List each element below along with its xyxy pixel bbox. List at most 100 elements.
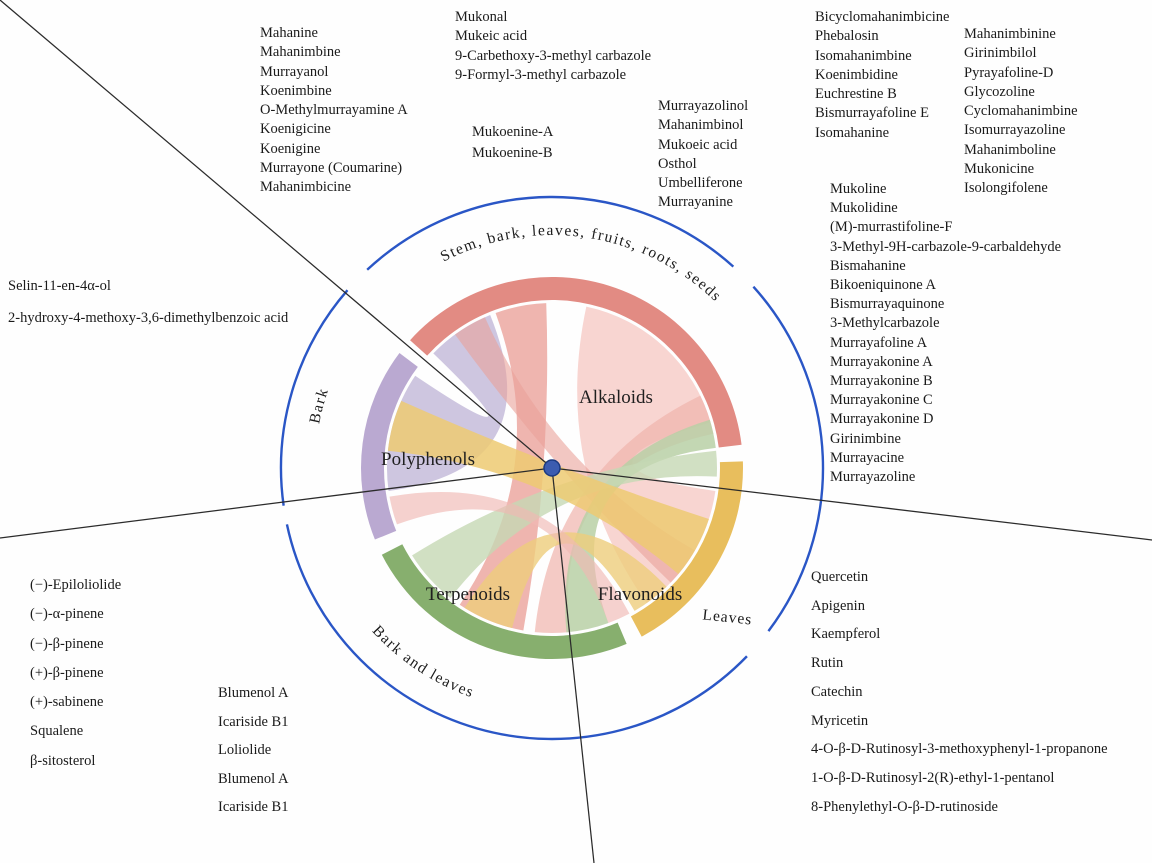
divider-line-0	[0, 0, 553, 469]
outer-circle-arc-2	[285, 524, 748, 741]
compound-name: Mukolidine	[830, 200, 898, 217]
segment-label-terpenoids: Terpenoids	[426, 584, 510, 605]
compound-name: Bikoeniquinone A	[830, 277, 936, 294]
compound-name: Murrayone (Coumarine)	[260, 160, 403, 177]
compound-name: Murrayazoline	[830, 469, 916, 486]
chord-ribbon-6	[412, 450, 717, 599]
arc-label-arc-bark: Bark	[306, 385, 332, 425]
compound-name: Isomurrayazoline	[964, 122, 1066, 139]
compound-name: Pyrayafoline-D	[964, 64, 1054, 81]
outer-circle-arc-3	[279, 289, 349, 506]
compound-name: 9-Carbethoxy-3-methyl carbazole	[455, 47, 652, 64]
outer-circle-arc-1	[752, 285, 825, 632]
compound-name: Koenigicine	[260, 121, 331, 138]
compound-name: Apigenin	[811, 597, 865, 614]
compound-name: 3-Methylcarbazole	[830, 315, 940, 332]
compound-name: Mahanimbinol	[658, 117, 744, 134]
outer-circle-arc-0	[366, 195, 735, 271]
chord-ribbon-5	[565, 419, 716, 633]
compound-name: 3-Methyl-9H-carbazole-9-carbaldehyde	[830, 238, 1062, 255]
compound-name: Isomahanine	[815, 124, 890, 141]
compound-list-mukoenine: Mukoenine-A Mukoenine-B	[472, 122, 553, 163]
compound-name: Mahanimboline	[964, 141, 1056, 158]
chord-ribbon-9	[389, 491, 630, 624]
compound-name: Mukoenine-B	[472, 144, 553, 161]
compound-name: Mahanimbine	[260, 44, 341, 61]
compound-name: Koenimbine	[260, 82, 332, 99]
divider-line-2	[551, 467, 1152, 541]
compound-name: Umbelliferone	[658, 175, 743, 192]
segment-label-flavonoids: Flavonoids	[598, 584, 682, 605]
compound-name: Icariside B1	[218, 713, 289, 730]
compound-name: Murrayakonine B	[830, 373, 933, 390]
chord-ribbon-4	[534, 395, 714, 633]
compound-name: Mukoeic acid	[658, 136, 738, 153]
compound-name: Osthol	[658, 155, 697, 172]
compound-name: (+)-β-pinene	[30, 664, 104, 681]
segment-label-alkaloids: Alkaloids	[579, 387, 653, 408]
compound-name: (+)-sabinene	[30, 694, 104, 711]
compound-name: Squalene	[30, 723, 84, 740]
chord-ribbon-7	[387, 400, 709, 575]
compound-name: Phebalosin	[815, 28, 879, 45]
divider-line-1	[0, 467, 553, 539]
compound-name: Kaempferol	[811, 626, 881, 643]
center-dot	[543, 459, 561, 477]
segment-label-polyphenols: Polyphenols	[381, 449, 475, 470]
arc-label-leaves: Leaves	[702, 606, 753, 628]
compound-name: Mukoenine-A	[472, 124, 554, 140]
compound-name: O-Methylmurrayamine A	[260, 102, 408, 119]
ring-segment-alkaloids	[410, 277, 742, 448]
ring-segment-polyphenols	[361, 353, 418, 540]
compound-name: Blumenol A	[218, 685, 289, 701]
compound-name: Mukeic acid	[455, 28, 528, 45]
ring-segment-flavonoids	[630, 461, 743, 637]
compound-name: β-sitosterol	[30, 752, 96, 769]
compound-name: Euchrestine B	[815, 86, 897, 103]
compound-name: Mahanine	[260, 25, 318, 41]
compound-name: Murrayakonine D	[830, 411, 934, 428]
compound-name: (−)-Epiloliolide	[30, 577, 122, 593]
compound-name: Rutin	[811, 655, 844, 672]
chord-ribbon-8	[464, 532, 667, 629]
compound-name: Murrayazolinol	[658, 98, 749, 114]
compound-name: Murrayakonine C	[830, 392, 933, 409]
compound-name: Bismurrayaquinone	[830, 296, 945, 313]
compound-name: Isolongifolene	[964, 180, 1048, 197]
compound-name: Murrayakonine A	[830, 353, 933, 370]
compound-name: Mukoline	[830, 181, 887, 197]
compound-name: Mahanimbicine	[260, 179, 352, 196]
compound-name: Murrayanol	[260, 63, 329, 80]
compound-name: (M)-murrastifoline-F	[830, 219, 953, 236]
compound-name: 8-Phenylethyl-O-β-D-rutinoside	[811, 798, 998, 815]
compound-name: Icariside B1	[218, 799, 289, 815]
compound-name: Murrayacine	[830, 449, 905, 466]
compound-name: Mahanimbinine	[964, 26, 1056, 42]
compound-name: Glycozoline	[964, 83, 1035, 100]
compound-name: Murrayafoline A	[830, 334, 928, 351]
compound-name: Murrayanine	[658, 194, 733, 211]
compound-name: Bismahanine	[830, 257, 906, 274]
compound-name: (−)-α-pinene	[30, 606, 104, 623]
compound-name: Bismurrayafoline E	[815, 105, 929, 122]
compound-name: Mukonicine	[964, 161, 1035, 178]
compound-name: Cyclomahanimbine	[964, 103, 1078, 120]
ring-segment-terpenoids	[381, 544, 627, 659]
compound-name: Blumenol A	[218, 770, 289, 787]
compound-list-bottom-left: (−)-Epiloliolide(−)-α-pinene(−)-β-pinene…	[30, 571, 121, 776]
compound-name: Girinimbine	[830, 430, 901, 447]
divider-line-3	[551, 467, 595, 863]
compound-name: Quercetin	[811, 569, 869, 585]
compound-name: 4-O-β-D-Rutinosyl-3-methoxyphenyl-1-prop…	[811, 741, 1108, 758]
compound-name: Catechin	[811, 683, 863, 700]
compound-name: Koenimbidine	[815, 66, 898, 83]
